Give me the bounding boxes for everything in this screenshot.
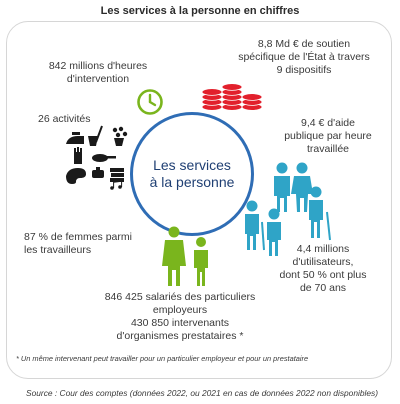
stat-aid-per-hour-line3: travaillée <box>306 143 350 155</box>
workers-icon <box>162 226 208 286</box>
stat-users-line4: de 70 ans <box>299 282 347 294</box>
stat-state-support-line1: 8,8 Md € de soutien <box>257 38 351 50</box>
stat-employees: 846 425 salariés des particuliers employ… <box>60 291 300 343</box>
family-users-icon <box>245 162 331 256</box>
stat-users-line2: d'utilisateurs, <box>292 256 354 268</box>
footnote: * Un même intervenant peut travailler po… <box>16 354 309 363</box>
clock-icon <box>137 89 163 115</box>
infographic-frame <box>6 21 392 379</box>
stat-state-support-line2: spécifique de l'État à travers <box>238 51 370 63</box>
central-hub: Les services à la personne <box>130 112 254 236</box>
stat-women-line1: 87 % de femmes parmi <box>24 231 132 243</box>
stat-state-support-line3: 9 dispositifs <box>276 64 332 76</box>
stat-hours-line2: d'intervention <box>66 73 130 85</box>
source-note: Source : Cour des comptes (données 2022,… <box>26 388 378 398</box>
coins-icon <box>201 83 263 111</box>
stat-employees-line4: d'organismes prestataires * <box>116 330 244 342</box>
hub-label-line1: Les services <box>153 157 231 173</box>
stat-users: 4,4 millions d'utilisateurs, dont 50 % o… <box>268 243 378 295</box>
stat-women: 87 % de femmes parmi les travailleurs <box>24 231 154 257</box>
stat-hours: 842 millions d'heures d'intervention <box>28 60 168 86</box>
hub-label: Les services à la personne <box>150 157 235 191</box>
stat-aid-per-hour: 9,4 € d'aide publique par heure travaill… <box>268 117 388 156</box>
hub-label-line2: à la personne <box>149 174 235 190</box>
stat-employees-line1: 846 425 salariés des particuliers <box>104 291 256 303</box>
infographic-title: Les services à la personne en chiffres <box>100 5 300 17</box>
stat-activities: 26 activités <box>38 113 128 126</box>
stat-activities-line1: 26 activités <box>38 113 91 125</box>
stat-users-line1: 4,4 millions <box>296 243 350 255</box>
stat-employees-line2: employeurs <box>152 304 208 316</box>
stat-state-support: 8,8 Md € de soutien spécifique de l'État… <box>214 38 394 77</box>
household-activities-icon <box>66 125 128 190</box>
stat-aid-per-hour-line2: publique par heure <box>284 130 372 142</box>
stat-aid-per-hour-line1: 9,4 € d'aide <box>301 117 355 129</box>
stat-users-line3: dont 50 % ont plus <box>279 269 367 281</box>
stat-hours-line1: 842 millions d'heures <box>48 60 148 72</box>
stat-employees-line3: 430 850 intervenants <box>130 317 230 329</box>
stat-women-line2: les travailleurs <box>24 244 92 256</box>
